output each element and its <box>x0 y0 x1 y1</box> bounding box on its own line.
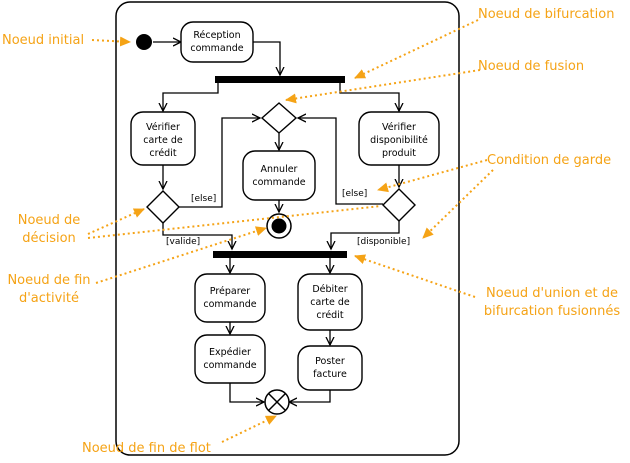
label-noeud-bifurcation: Noeud de bifurcation <box>478 7 614 22</box>
label-noeud-fin-flot: Noeud de fin de flot <box>82 441 211 456</box>
flow-final-node <box>264 389 290 415</box>
initial-node <box>136 34 152 50</box>
decision-node-stock <box>382 188 416 222</box>
control-flows <box>153 42 399 402</box>
guard-valide: [valide] <box>166 237 200 247</box>
callout-arrows <box>87 19 494 443</box>
join-fork-bar <box>213 251 347 258</box>
activity-final-node <box>266 213 292 239</box>
guard-else-right: [else] <box>342 189 367 199</box>
annotations: Noeud initial Noeud de bifurcation Noeud… <box>2 7 620 456</box>
decision-node-credit <box>146 190 180 224</box>
merge-node <box>260 102 298 134</box>
guard-else-left: [else] <box>191 194 216 204</box>
label-condition-garde: Condition de garde <box>487 153 611 168</box>
guard-disponible: [disponible] <box>357 237 410 247</box>
label-noeud-fusion: Noeud de fusion <box>478 59 584 74</box>
label-noeud-initial: Noeud initial <box>2 33 84 48</box>
fork-bar <box>215 76 345 83</box>
